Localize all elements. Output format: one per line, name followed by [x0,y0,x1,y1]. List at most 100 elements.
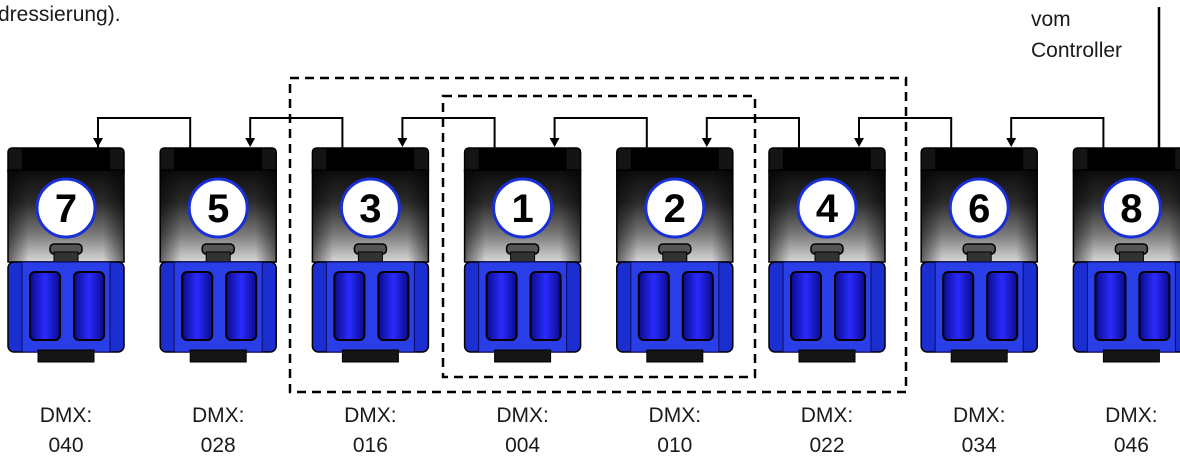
fixture-lens [1094,271,1127,341]
group-inner-frame [441,94,757,379]
fixture-number: 7 [55,187,77,231]
fixture-base [189,349,247,363]
cable-arrow-head [854,138,864,147]
fixture-number: 6 [968,187,990,231]
fixture-latch-base [510,251,536,263]
fixture-number: 8 [1120,187,1142,231]
fixture-lens [529,271,562,341]
dmx-address: 034 [962,434,997,457]
fixture-lens [942,271,975,341]
dmx-cable [97,117,192,148]
fixture-lens [181,271,214,341]
cable-arrow-head [245,138,256,147]
controller-label-line1: vom [1031,8,1071,31]
fixture-connector-block [478,148,567,170]
fixture-number-badge [492,177,554,239]
dmx-address: 004 [505,434,540,457]
fixture-lens [1138,271,1171,341]
fixture-number: 1 [511,187,533,231]
fixture-number-badge [35,177,97,239]
dmx-address: 046 [1114,434,1149,457]
dmx-cable [1010,117,1105,148]
cable-arrow-head [1006,138,1017,147]
dmx-label: DMX: [344,404,397,427]
fixture-latch-base [205,251,231,263]
dmx-cable [553,117,648,148]
dmx-label: DMX: [649,404,702,427]
fixture-connector-block [326,148,415,170]
fixture-lens [29,271,61,341]
fixture-lens [73,271,105,341]
dmx-label: DMX: [192,404,245,427]
group-outer-frame [288,76,908,394]
fixture-number: 4 [816,187,839,231]
dmx-label: DMX: [801,404,854,427]
dmx-cable [249,117,344,148]
fixture-lens [225,271,258,341]
fixture-latch-base [1118,251,1144,263]
fixture-lens [790,271,822,341]
dmx-address: 016 [353,434,388,457]
dmx-address: 022 [809,434,844,457]
fixture-latch-base [814,251,840,263]
dmx-label: DMX: [1105,404,1158,427]
fixture-connector-block [935,148,1024,170]
fixture-lens [377,271,410,341]
dmx-cable [705,117,800,148]
cable-arrow-head [701,138,712,147]
fixture-number: 5 [207,187,229,231]
cable-arrow-head [397,138,408,147]
fixture-connector-block [1087,148,1176,170]
dmx-label: DMX: [496,404,549,427]
fixture-base [646,349,704,363]
dmx-label: DMX: [40,404,93,427]
fixture-lens [681,271,714,341]
dmx-address: 040 [48,434,83,457]
fixture-base [341,349,399,363]
fixture-connector-block [174,148,263,170]
fixture-base [494,349,552,363]
fixture-base [37,349,95,363]
dmx-address: 028 [201,434,236,457]
fixture-latch-base [966,251,992,263]
fixture-number-badge [796,177,858,239]
dmx-address: 010 [657,434,692,457]
fixture-lens [834,271,866,341]
dmx-label: DMX: [953,404,1006,427]
fixture-lens [637,271,670,341]
fixture-base [798,349,856,363]
fixture-number-badge [187,177,249,239]
dmx-cable-chain [93,117,1105,148]
fixture-number: 3 [359,187,381,231]
fixture-latch-base [662,251,688,263]
fixture-number-badge [644,177,706,239]
fixture-lens [485,271,518,341]
fixture-base [950,349,1008,363]
fixture-base [1102,349,1160,363]
fixture-connector-block [22,148,110,170]
fixture-lens [333,271,366,341]
fixture-latch-base [53,251,79,263]
controller-label-line2: Controller [1031,39,1122,62]
fixture-number-badge [948,177,1010,239]
dmx-cable [401,117,496,148]
fixture-number-badge [339,177,401,239]
fixture-latch-base [357,251,383,263]
dmx-cable [858,117,953,148]
fixture-lens [986,271,1019,341]
fixture-number: 2 [664,187,686,231]
header-text: dressierung). [0,3,121,26]
fixture-connector-block [783,148,871,170]
cable-arrow-head [549,138,560,147]
fixture-connector-block [630,148,719,170]
